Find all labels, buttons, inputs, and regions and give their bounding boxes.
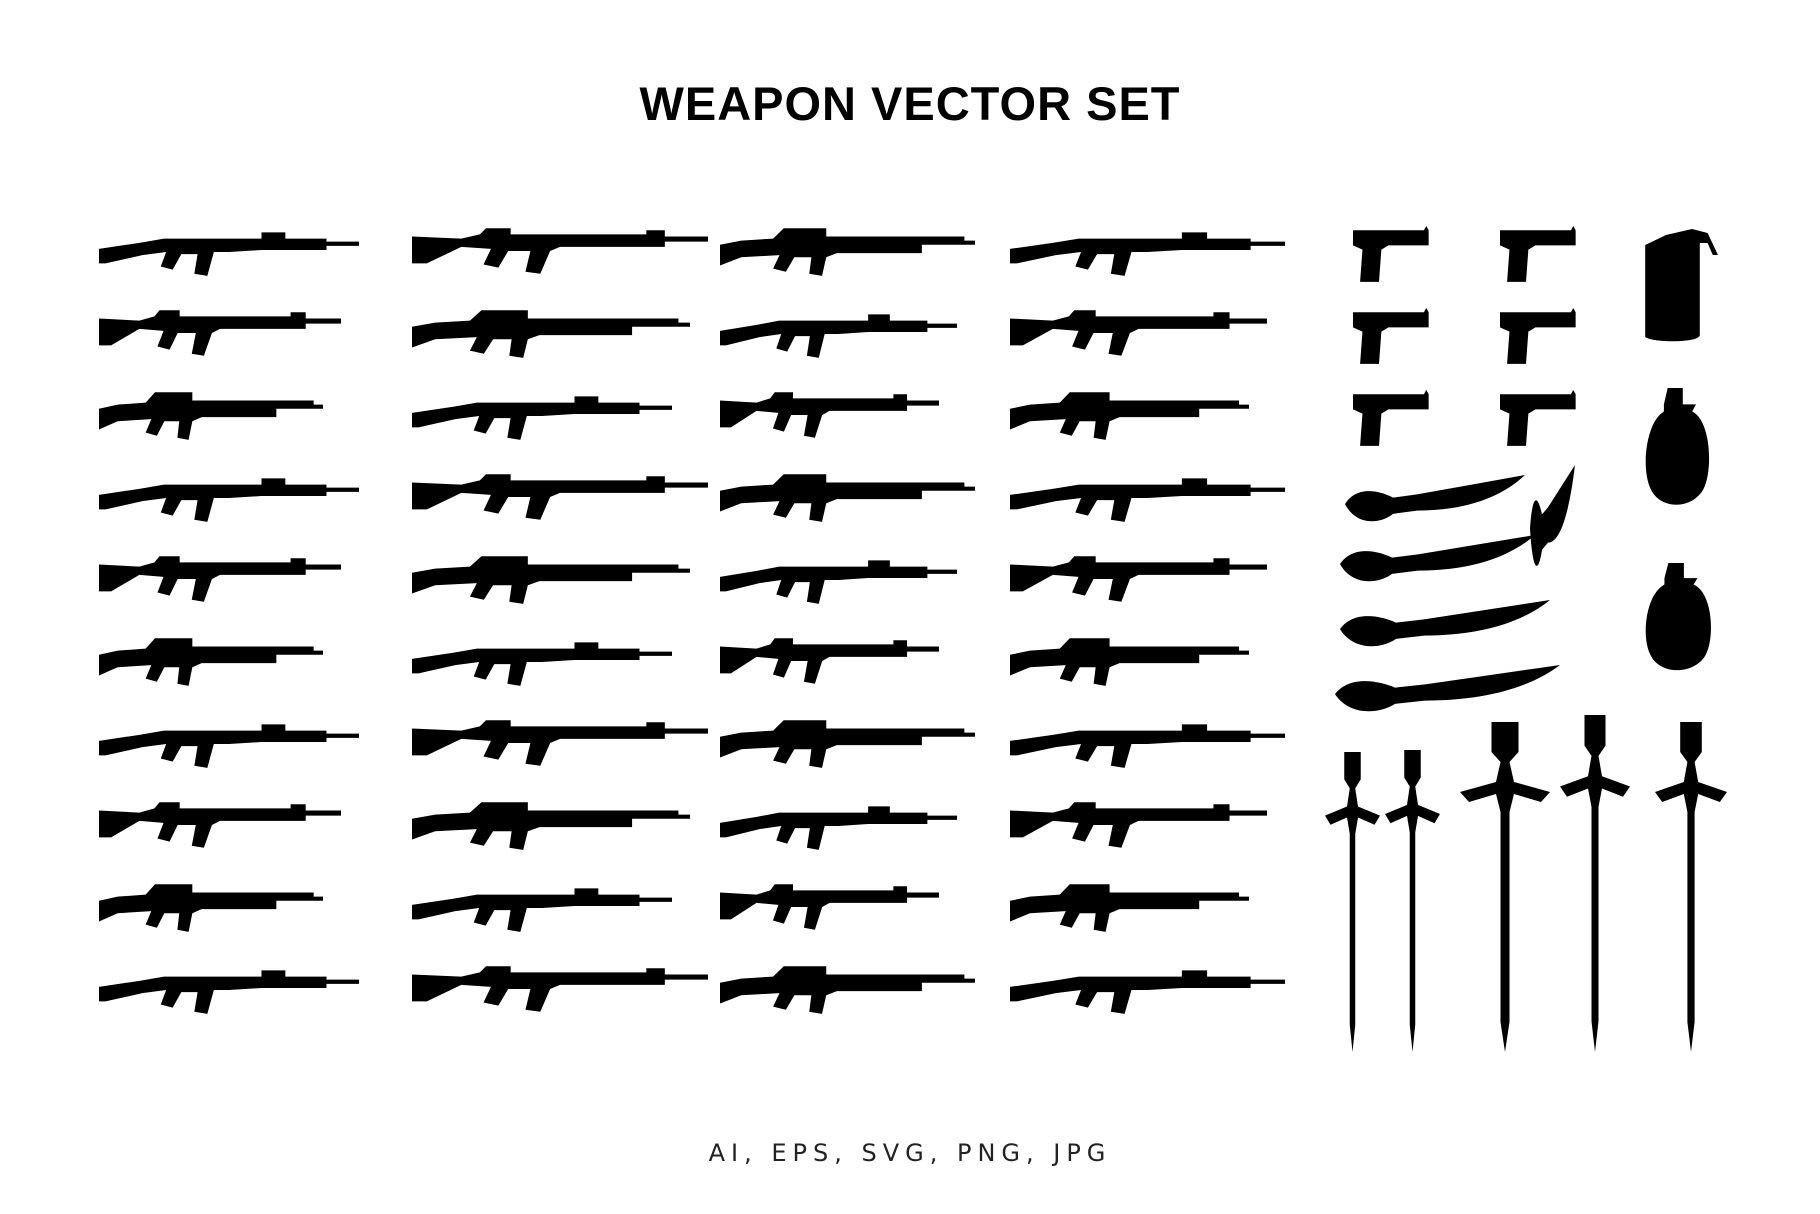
- grenade-icon: [1645, 229, 1718, 342]
- grenade-icon: [1645, 388, 1710, 505]
- rifle-icon: [99, 970, 359, 1014]
- rifle-icon: [412, 888, 672, 932]
- file-formats: AI, EPS, SVG, PNG, JPG: [708, 1139, 1112, 1167]
- rifle-icon: [412, 720, 708, 766]
- rifle-icon: [99, 724, 359, 768]
- rifle-icon: [1010, 638, 1249, 686]
- sword-icon: [1325, 752, 1380, 1052]
- rifle-icon: [99, 638, 323, 686]
- knife-icon: [1340, 535, 1535, 582]
- rifle-icon: [720, 884, 939, 930]
- rifle-icon: [1010, 724, 1285, 768]
- rifle-icon: [412, 474, 708, 520]
- rifle-icon: [99, 802, 341, 848]
- rifle-icon: [1010, 310, 1267, 356]
- page-title: WEAPON VECTOR SET: [639, 77, 1181, 130]
- rifle-icon: [412, 310, 690, 358]
- rifle-icon: [412, 966, 708, 1012]
- rifle-icon: [720, 314, 957, 358]
- rifle-icon: [720, 720, 975, 768]
- rifle-icon: [99, 392, 323, 440]
- knife-icon: [1340, 600, 1550, 647]
- rifle-icon: [720, 966, 975, 1014]
- rifle-icon: [1010, 392, 1249, 440]
- rifle-icon: [720, 806, 957, 850]
- rifle-icon: [1010, 478, 1285, 522]
- pistol-icon: [1353, 226, 1429, 282]
- rifle-icon: [412, 642, 672, 686]
- rifle-icon: [720, 560, 957, 604]
- rifle-icon: [1010, 556, 1267, 602]
- rifle-icon: [99, 884, 323, 932]
- sword-icon: [1560, 715, 1630, 1052]
- rifle-icon: [1010, 884, 1249, 932]
- rifle-icon: [99, 310, 341, 356]
- pistol-icon: [1353, 308, 1429, 364]
- rifle-icon: [412, 228, 708, 274]
- sword-icon: [1385, 750, 1440, 1052]
- rifle-icon: [99, 232, 359, 276]
- pistol-icon: [1500, 226, 1576, 282]
- karambit-icon: [1530, 465, 1575, 566]
- rifle-icon: [1010, 970, 1285, 1014]
- knife-icon: [1345, 475, 1525, 522]
- pistol-icon: [1500, 308, 1576, 364]
- sword-icon: [1655, 722, 1727, 1052]
- rifle-icon: [412, 802, 690, 850]
- rifle-icon: [720, 638, 939, 684]
- rifle-icon: [412, 556, 690, 604]
- grenade-icon: [1645, 563, 1711, 671]
- pistol-icon: [1353, 390, 1429, 446]
- knife-icon: [1335, 665, 1560, 712]
- rifle-icon: [1010, 802, 1267, 848]
- rifle-icon: [720, 392, 939, 438]
- rifle-icon: [720, 474, 975, 522]
- rifle-icon: [1010, 232, 1285, 276]
- rifle-icon: [99, 478, 359, 522]
- pistol-icon: [1500, 390, 1576, 446]
- rifle-icon: [412, 396, 672, 440]
- sword-icon: [1460, 722, 1550, 1052]
- rifle-icon: [99, 556, 341, 602]
- rifle-icon: [720, 228, 975, 276]
